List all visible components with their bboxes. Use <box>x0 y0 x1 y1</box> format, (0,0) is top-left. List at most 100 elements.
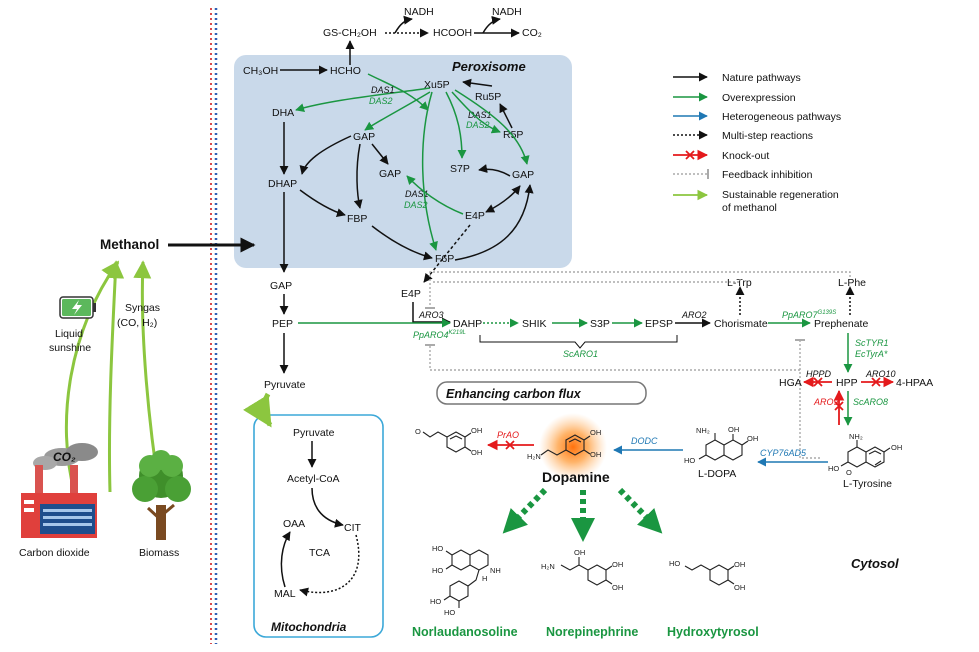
ru5p-to-xu5p <box>462 78 493 88</box>
shik: SHIK <box>522 318 547 330</box>
das2-b: DAS2 <box>466 120 490 130</box>
das2-a: DAS2 <box>369 96 393 106</box>
ectyra: EcTyrA* <box>855 349 888 359</box>
gap-s7p-link <box>478 164 511 177</box>
ht-ho: HO <box>669 559 680 568</box>
dopa-oh1: OH <box>728 425 739 434</box>
norepi-oh2: OH <box>612 560 623 569</box>
nor-h: H <box>482 574 487 583</box>
aro9: ARO9 <box>813 397 839 407</box>
acetyl-to-cit <box>311 487 344 528</box>
oaa: OAA <box>283 518 305 530</box>
gap-cyto: GAP <box>270 280 292 292</box>
nadh-curve-2 <box>482 15 501 34</box>
feedback-tyr-dahp <box>429 345 800 371</box>
tca: TCA <box>309 547 330 559</box>
ldopa-structure <box>698 433 749 461</box>
das1-b: DAS1 <box>468 110 492 120</box>
co2-product: CO₂ <box>522 27 542 39</box>
das1-c: DAS1 <box>405 189 429 199</box>
xu5p-to-s7p <box>451 91 501 134</box>
pep: PEP <box>272 318 293 330</box>
dahp: DAHP <box>453 318 482 330</box>
ht-oh2: OH <box>734 583 745 592</box>
feedback-tyr <box>799 340 820 459</box>
ht-oh1: OH <box>734 560 745 569</box>
e4p-perox: E4P <box>465 210 485 222</box>
prao: PrAO <box>497 430 519 440</box>
dopamine-oh1: OH <box>590 428 601 437</box>
pparo4: PpARO4K219L <box>413 330 466 340</box>
scaro1-bracket <box>479 335 678 349</box>
cytosol-label: Cytosol <box>851 556 899 571</box>
tyr-oh: OH <box>891 443 902 452</box>
hcho: HCHO <box>330 65 361 77</box>
legend-label-1: Overexpression <box>722 92 796 104</box>
cit: CIT <box>344 522 362 534</box>
peroxisome-box <box>234 55 572 268</box>
xu5p-to-f6p <box>421 91 438 251</box>
gap-2: GAP <box>379 168 401 180</box>
mal: MAL <box>274 588 296 600</box>
hpaa: 4-HPAA <box>896 377 933 389</box>
nor-ho2: HO <box>432 566 443 575</box>
acetyl-coa: Acetyl-CoA <box>287 473 340 485</box>
tyr-o: O <box>846 468 852 477</box>
legend-knockout-x <box>685 150 695 160</box>
regen-arrow-mid <box>106 260 125 493</box>
f6p-to-e4p-right <box>454 184 534 261</box>
ltrp: L-Trp <box>727 277 752 289</box>
aro3: ARO3 <box>418 310 444 320</box>
product-arrow-3 <box>617 487 663 534</box>
nor-ho3: HO <box>430 597 441 606</box>
pyruvate-to-mito <box>243 392 273 428</box>
battery-icon <box>59 296 96 319</box>
tyr-nh2: NH₂ <box>849 432 863 441</box>
nor-ho4: HO <box>444 608 455 617</box>
norepi-h2n: H₂N <box>541 562 555 571</box>
enhancing-badge <box>436 381 647 405</box>
aldehyde-structure <box>422 431 472 453</box>
legend-label-0: Nature pathways <box>722 72 801 84</box>
das1-a: DAS1 <box>371 85 395 95</box>
sctyr1: ScTYR1 <box>855 338 889 348</box>
norepi-oh: OH <box>574 548 585 557</box>
e4p-gap-link <box>485 185 521 213</box>
nor-nh: NH <box>490 566 501 575</box>
fbp-to-f6p <box>371 225 433 261</box>
dhap: DHAP <box>268 178 297 190</box>
dopa-ho: HO <box>684 456 695 465</box>
r5p-to-ru5p <box>499 103 513 129</box>
liquid-sunshine-1: Liquid <box>55 328 83 340</box>
dopa-oh2: OH <box>747 434 758 443</box>
hpp-hpaa-x <box>871 377 881 387</box>
s3p: S3P <box>590 318 610 330</box>
ald-oh2: OH <box>471 448 482 457</box>
norepinephrine-structure <box>560 557 613 586</box>
e4p-to-dahp <box>412 302 451 327</box>
gap-1: GAP <box>353 131 375 143</box>
ldopa: L-DOPA <box>698 468 736 480</box>
prephenate: Prephenate <box>814 318 868 330</box>
e4p-to-gap2 <box>406 175 464 215</box>
gap-to-fbp <box>353 143 363 209</box>
fbp: FBP <box>347 213 367 225</box>
cit-to-mal <box>299 534 360 597</box>
ald-oh1: OH <box>471 426 482 435</box>
dodc: DODC <box>631 436 658 446</box>
syngas-2: (CO, H₂) <box>117 317 157 329</box>
tree-icon <box>132 450 191 540</box>
legend-label-2: Heterogeneous pathways <box>722 111 841 123</box>
ch3oh: CH₃OH <box>243 65 278 77</box>
legend-label-4: Knock-out <box>722 150 769 162</box>
nadh-2: NADH <box>492 6 522 18</box>
peroxisome-label: Peroxisome <box>452 59 526 74</box>
regen-arrow-left <box>64 260 120 496</box>
legend-label-6: Sustainable regeneration <box>722 189 839 201</box>
scaro8: ScARO8 <box>853 397 888 407</box>
hpp-hga-x <box>813 377 823 387</box>
xu5p: Xu5P <box>424 79 450 91</box>
tyr-hpp-x <box>834 401 844 411</box>
legend: Nature pathways Overexpression Heterogen… <box>673 72 841 214</box>
